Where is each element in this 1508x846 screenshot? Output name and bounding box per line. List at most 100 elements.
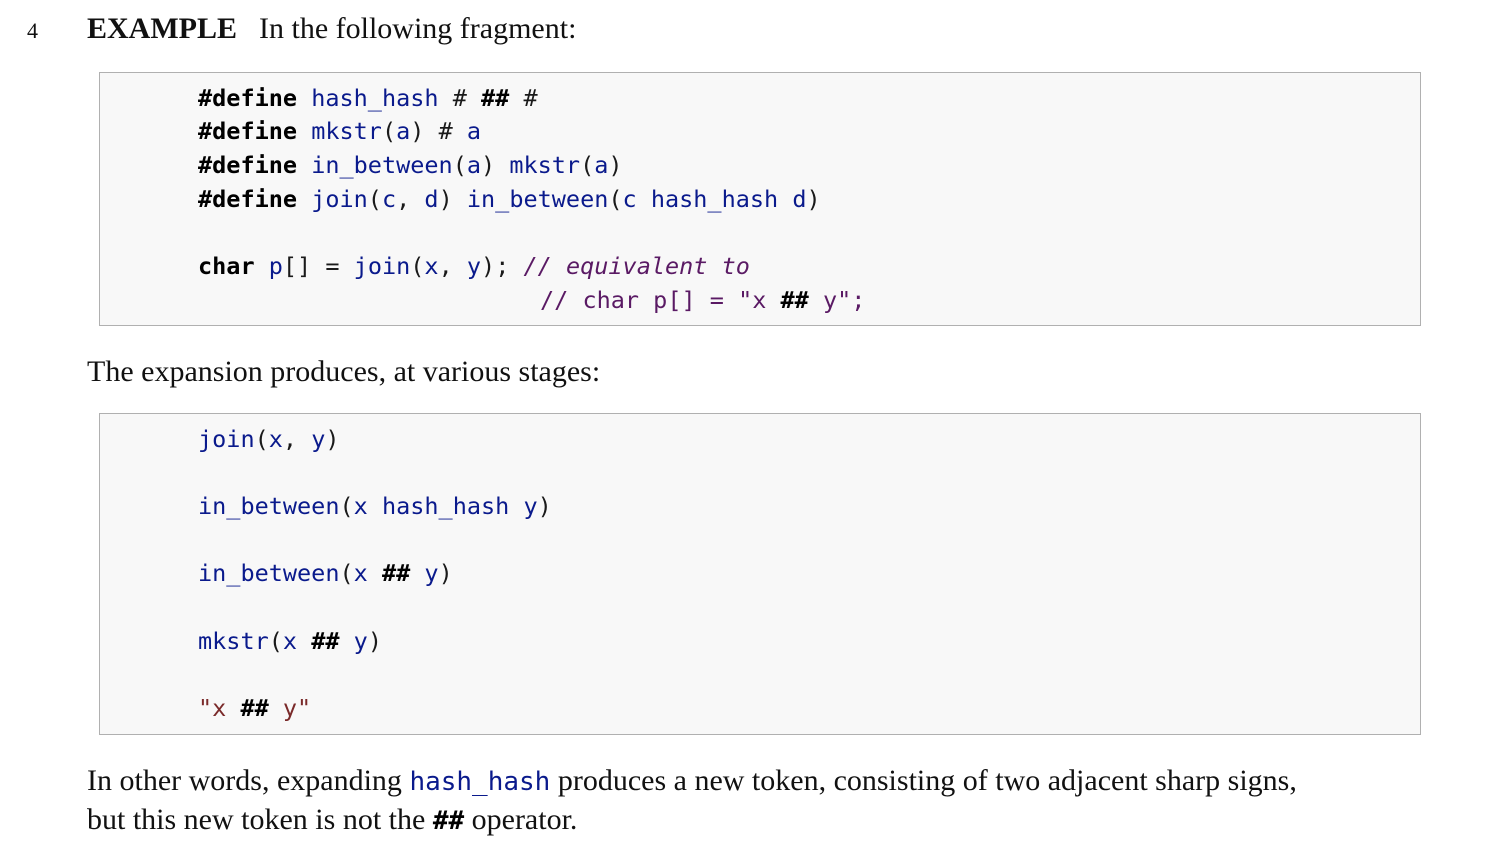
code-token: mkstr	[509, 151, 581, 179]
code-line-4: #define join(c, d) in_between(c hash_has…	[198, 182, 821, 216]
example-keyword: EXAMPLE	[87, 12, 237, 45]
code-token: )	[367, 627, 382, 655]
code-token: ;	[495, 252, 510, 280]
code-token: a	[594, 151, 609, 179]
code-token: x	[353, 559, 368, 587]
code-string: y"	[268, 694, 312, 722]
code-token: =	[325, 252, 340, 280]
code-token: #	[523, 84, 538, 112]
code-token: #define	[198, 185, 298, 213]
code-line-1: #define hash_hash # ## #	[198, 81, 538, 115]
code-token: (	[367, 185, 382, 213]
code-token: join	[353, 252, 411, 280]
code-token: y	[353, 627, 368, 655]
stage-line-2: in_between(x hash_hash y)	[198, 489, 552, 523]
code-token: in_between	[198, 492, 340, 520]
code-token: )	[806, 185, 821, 213]
code-token: char	[198, 252, 255, 280]
example-intro-text: In the following fragment:	[259, 12, 577, 45]
code-token: #define	[198, 151, 298, 179]
code-token: a	[466, 117, 482, 145]
code-token: ##	[780, 286, 809, 314]
code-token: )	[608, 151, 623, 179]
code-token: ,	[438, 252, 453, 280]
code-line-3: #define in_between(a) mkstr(a)	[198, 148, 623, 182]
example-intro: EXAMPLE In the following fragment:	[87, 10, 576, 47]
code-token: )	[438, 185, 453, 213]
code-token: y	[424, 559, 439, 587]
code-token: )	[537, 492, 552, 520]
code-token: ,	[282, 425, 298, 453]
code-token: y	[466, 252, 482, 280]
code-token: a	[466, 151, 481, 179]
stage-line-1: join(x, y)	[198, 422, 340, 456]
code-token: c	[622, 185, 637, 213]
stage-line-4: mkstr(x ## y)	[198, 624, 382, 658]
code-line-6: // char p[] = "x ## y";	[540, 283, 865, 317]
code-token: (	[381, 117, 397, 145]
code-comment: y";	[808, 286, 866, 314]
code-token: (	[268, 627, 283, 655]
code-token: mkstr	[311, 117, 382, 145]
code-line-5: char p[] = join(x, y); // equivalent to	[198, 249, 750, 283]
code-token: (	[452, 151, 467, 179]
code-comment: // char p[] = "x	[540, 286, 781, 314]
closing-line-1: In other words, expanding hash_hash prod…	[87, 762, 1297, 801]
stage-line-3: in_between(x ## y)	[198, 556, 453, 590]
closing-line-2: but this new token is not the ## operato…	[87, 801, 1297, 840]
code-token: ##	[240, 694, 269, 722]
code-token: c	[381, 185, 397, 213]
closing-text: but this new token is not the	[87, 803, 433, 836]
code-token: )	[438, 559, 453, 587]
code-string: "x	[198, 694, 241, 722]
code-token: a	[396, 117, 411, 145]
code-token: in_between	[466, 185, 609, 213]
code-token: #define	[198, 84, 298, 112]
code-token: (	[580, 151, 595, 179]
code-token: )	[481, 151, 496, 179]
inline-code: ##	[432, 806, 465, 836]
code-token: d	[792, 185, 807, 213]
closing-text: operator.	[464, 803, 578, 836]
code-token: mkstr	[198, 627, 269, 655]
code-token: ##	[311, 627, 340, 655]
closing-text: In other words, expanding	[87, 764, 410, 797]
code-token: in_between	[198, 559, 340, 587]
code-token: join	[198, 425, 255, 453]
code-token: ,	[396, 185, 411, 213]
code-token: ##	[481, 84, 510, 112]
code-token: hash_hash	[381, 492, 510, 520]
closing-paragraph: In other words, expanding hash_hash prod…	[87, 762, 1297, 840]
code-token: x	[282, 627, 298, 655]
code-token: []	[282, 252, 312, 280]
code-token: hash_hash	[311, 84, 439, 112]
code-token: (	[254, 425, 269, 453]
code-block-stages: join(x, y) in_between(x hash_hash y) in_…	[99, 413, 1421, 735]
code-comment: // equivalent to	[523, 252, 750, 280]
code-token: #define	[198, 117, 298, 145]
code-token: (	[339, 559, 354, 587]
code-token: ##	[381, 559, 411, 587]
code-token: )	[481, 252, 496, 280]
code-token: y	[311, 425, 326, 453]
code-token: #	[452, 84, 467, 112]
code-token: d	[424, 185, 439, 213]
code-token: hash_hash	[650, 185, 779, 213]
code-line-2: #define mkstr(a) # a	[198, 114, 481, 148]
code-token: in_between	[311, 151, 453, 179]
code-token: p	[268, 252, 283, 280]
code-token: x	[424, 252, 439, 280]
code-token: x	[268, 425, 283, 453]
code-token: (	[339, 492, 354, 520]
code-block-fragment: #define hash_hash # ## # #define mkstr(a…	[99, 72, 1421, 326]
stages-text: The expansion produces, at various stage…	[87, 355, 601, 388]
inline-code: hash_hash	[409, 767, 551, 797]
closing-text: produces a new token, consisting of two …	[550, 764, 1297, 797]
code-token: )	[325, 425, 340, 453]
code-token: x	[353, 492, 368, 520]
stage-line-5: "x ## y"	[198, 691, 311, 725]
code-token: (	[410, 252, 425, 280]
code-token: #	[438, 117, 453, 145]
paragraph-number: 4	[27, 18, 38, 43]
code-token: (	[608, 185, 623, 213]
